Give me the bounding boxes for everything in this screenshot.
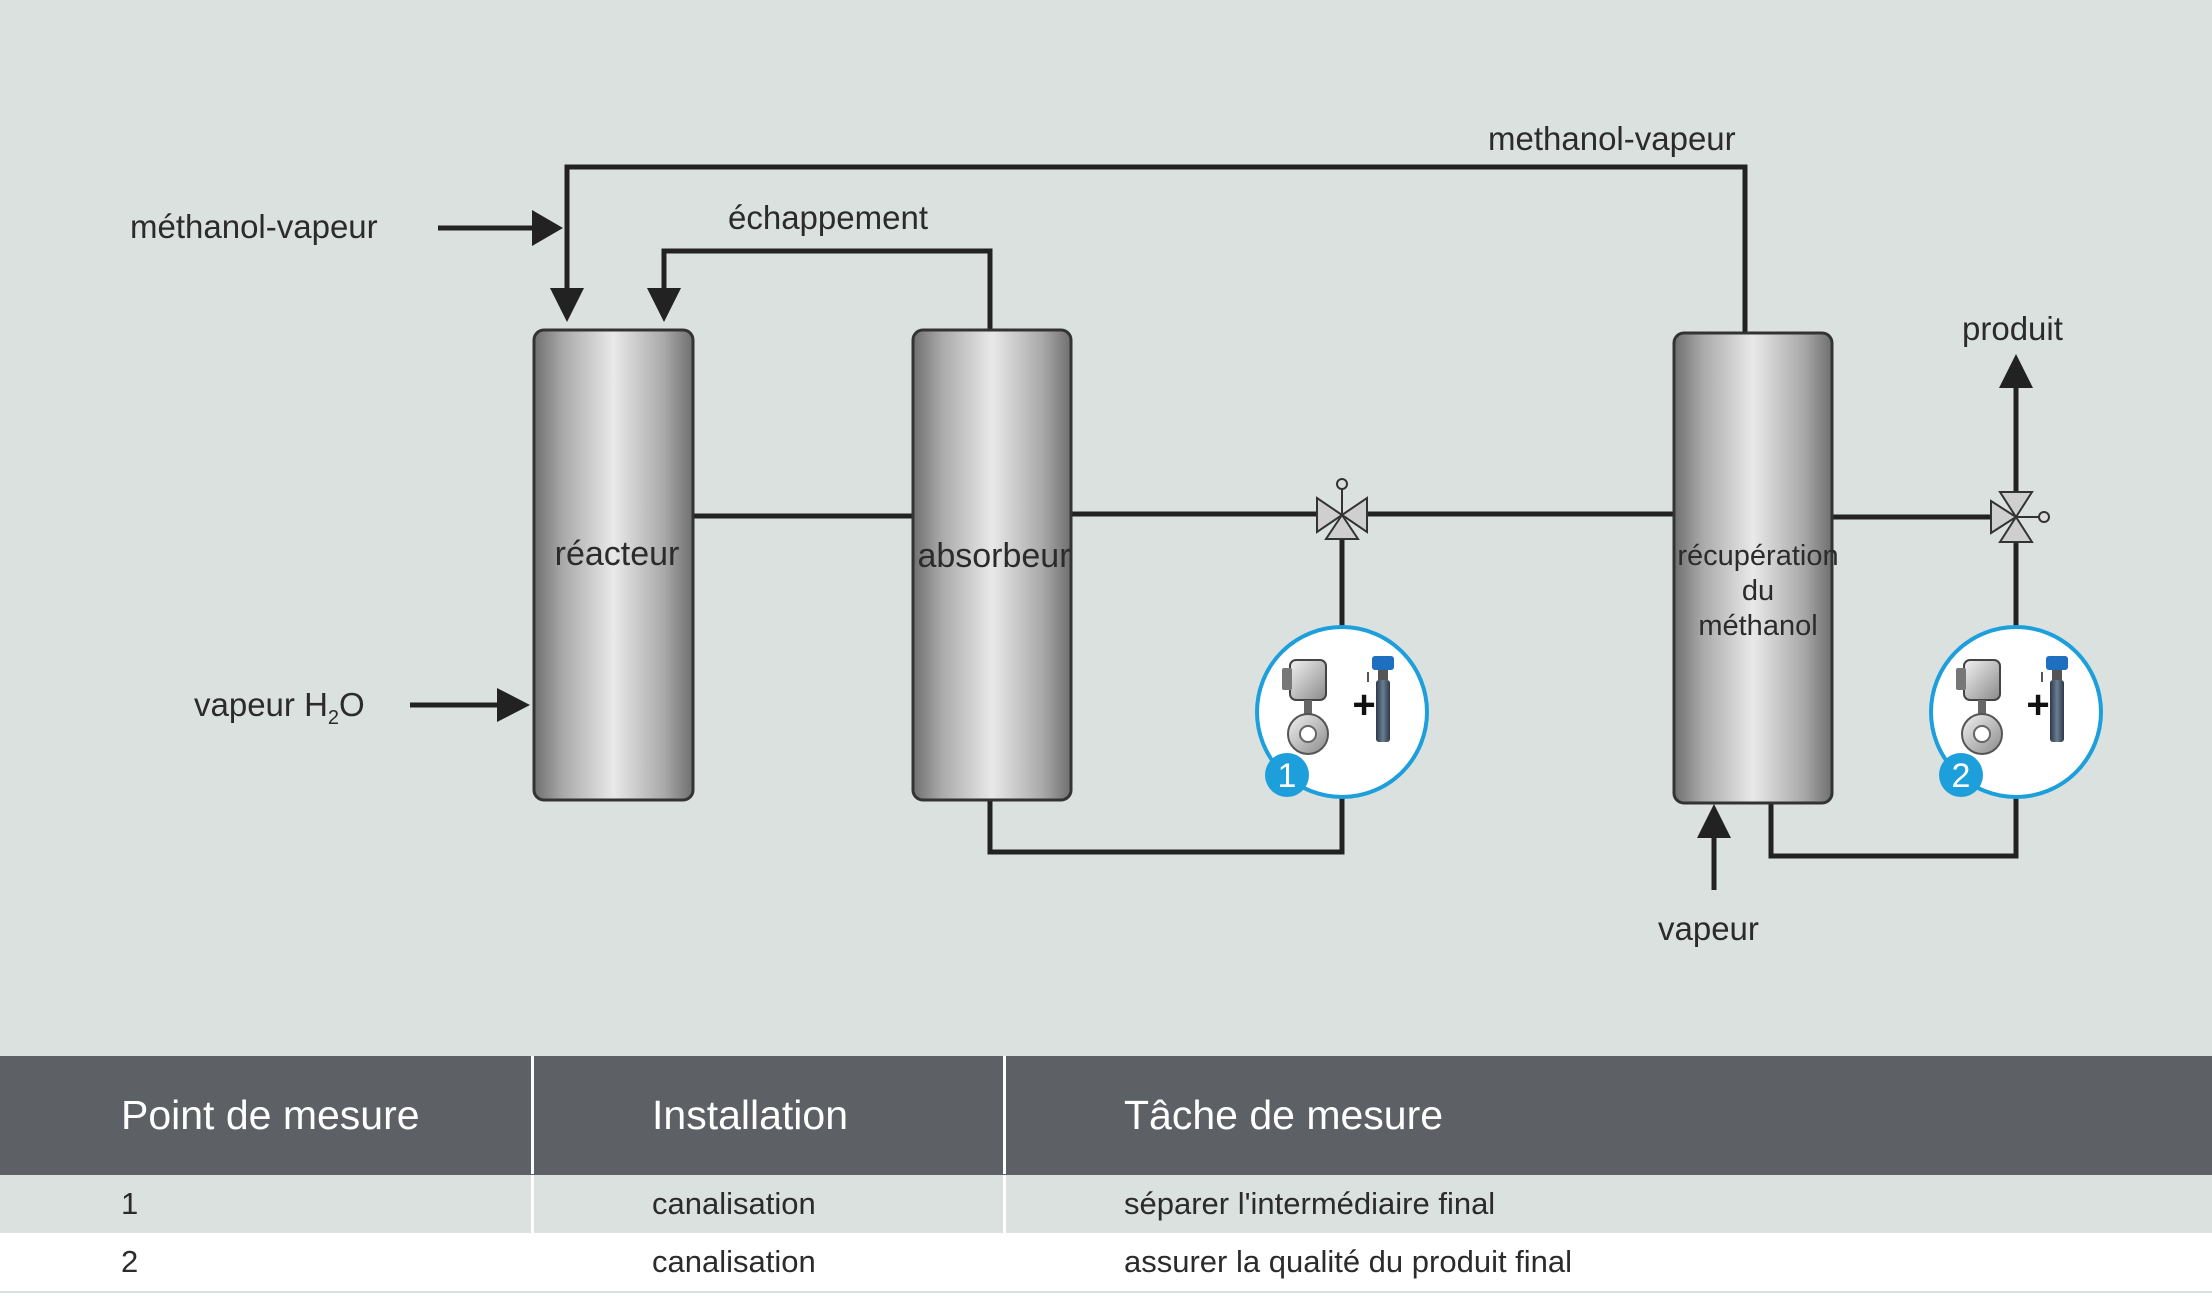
cell-tache: assurer la qualité du produit final <box>1124 1244 1573 1279</box>
process-flow-diagram: + 1 + 2 méthanol-vapeur methanol-vapeur … <box>0 0 2212 1056</box>
reacteur-vessel <box>532 328 695 802</box>
measuring-points-table: Point de mesure Installation Tâche de me… <box>0 1056 2212 1296</box>
cell-tache: séparer l'intermédiaire final <box>1124 1186 1496 1221</box>
recuperation-label-line1: récupération <box>1677 540 1838 572</box>
plus-sign: + <box>2026 683 2049 727</box>
vapeur-h2o-label: vapeur H2O <box>194 686 365 729</box>
produit-label: produit <box>1962 310 2063 347</box>
recuperation-label-line3: méthanol <box>1698 610 1817 642</box>
echappement-pipe <box>661 248 993 330</box>
recycle-arrow-icon <box>550 288 584 322</box>
pipes <box>410 164 2019 890</box>
valve-2-icon <box>1990 491 2050 543</box>
recuperation-vessel <box>1672 331 1834 805</box>
vapeur-h2o-arrow-icon <box>497 688 530 722</box>
plus-sign: + <box>1352 683 1375 727</box>
methanol-vapeur-recycle-label: methanol-vapeur <box>1488 120 1736 157</box>
methanol-feed-arrow-icon <box>532 210 563 246</box>
badge-1-number: 1 <box>1278 757 1297 795</box>
echappement-arrow-icon <box>647 288 681 322</box>
measuring-point-1: + 1 <box>1255 625 1429 799</box>
cell-point: 2 <box>121 1244 139 1279</box>
absorbeur-label: absorbeur <box>917 537 1070 575</box>
arrowheads <box>497 210 2033 838</box>
produit-arrow-icon <box>1999 354 2033 388</box>
table-row: 2 canalisation assurer la qualité du pro… <box>0 1233 2212 1293</box>
echappement-label: échappement <box>728 199 928 236</box>
diagram-background <box>0 0 2212 1056</box>
absorbeur-bottom-pipe <box>987 790 1345 855</box>
recycle-pipe <box>564 164 1748 333</box>
absorbeur-vessel <box>911 328 1073 802</box>
badge-2-number: 2 <box>1952 757 1971 795</box>
reacteur-label: réacteur <box>555 535 680 573</box>
header-point-de-mesure: Point de mesure <box>0 1056 534 1174</box>
measuring-point-2: + 2 <box>1929 625 2103 799</box>
header-tache-de-mesure: Tâche de mesure <box>1124 1091 1444 1138</box>
recuperation-label-line2: du <box>1742 575 1774 607</box>
cell-point: 1 <box>0 1175 534 1233</box>
cell-installation: canalisation <box>534 1175 1006 1233</box>
cell-installation: canalisation <box>652 1244 816 1279</box>
valve-1-icon <box>1316 478 1368 540</box>
badge-2-icon <box>1939 753 1983 797</box>
table-row: 1 canalisation séparer l'intermédiaire f… <box>0 1175 2212 1233</box>
vapeur-bottom-label: vapeur <box>1658 910 1759 947</box>
methanol-vapeur-input-label: méthanol-vapeur <box>130 208 378 245</box>
header-installation: Installation <box>534 1056 1006 1174</box>
badge-1-icon <box>1265 753 1309 797</box>
vapeur-bottom-arrow-icon <box>1697 804 1731 838</box>
recuperation-bottom-pipe <box>1768 790 2019 859</box>
table-header: Point de mesure Installation Tâche de me… <box>0 1056 2212 1175</box>
